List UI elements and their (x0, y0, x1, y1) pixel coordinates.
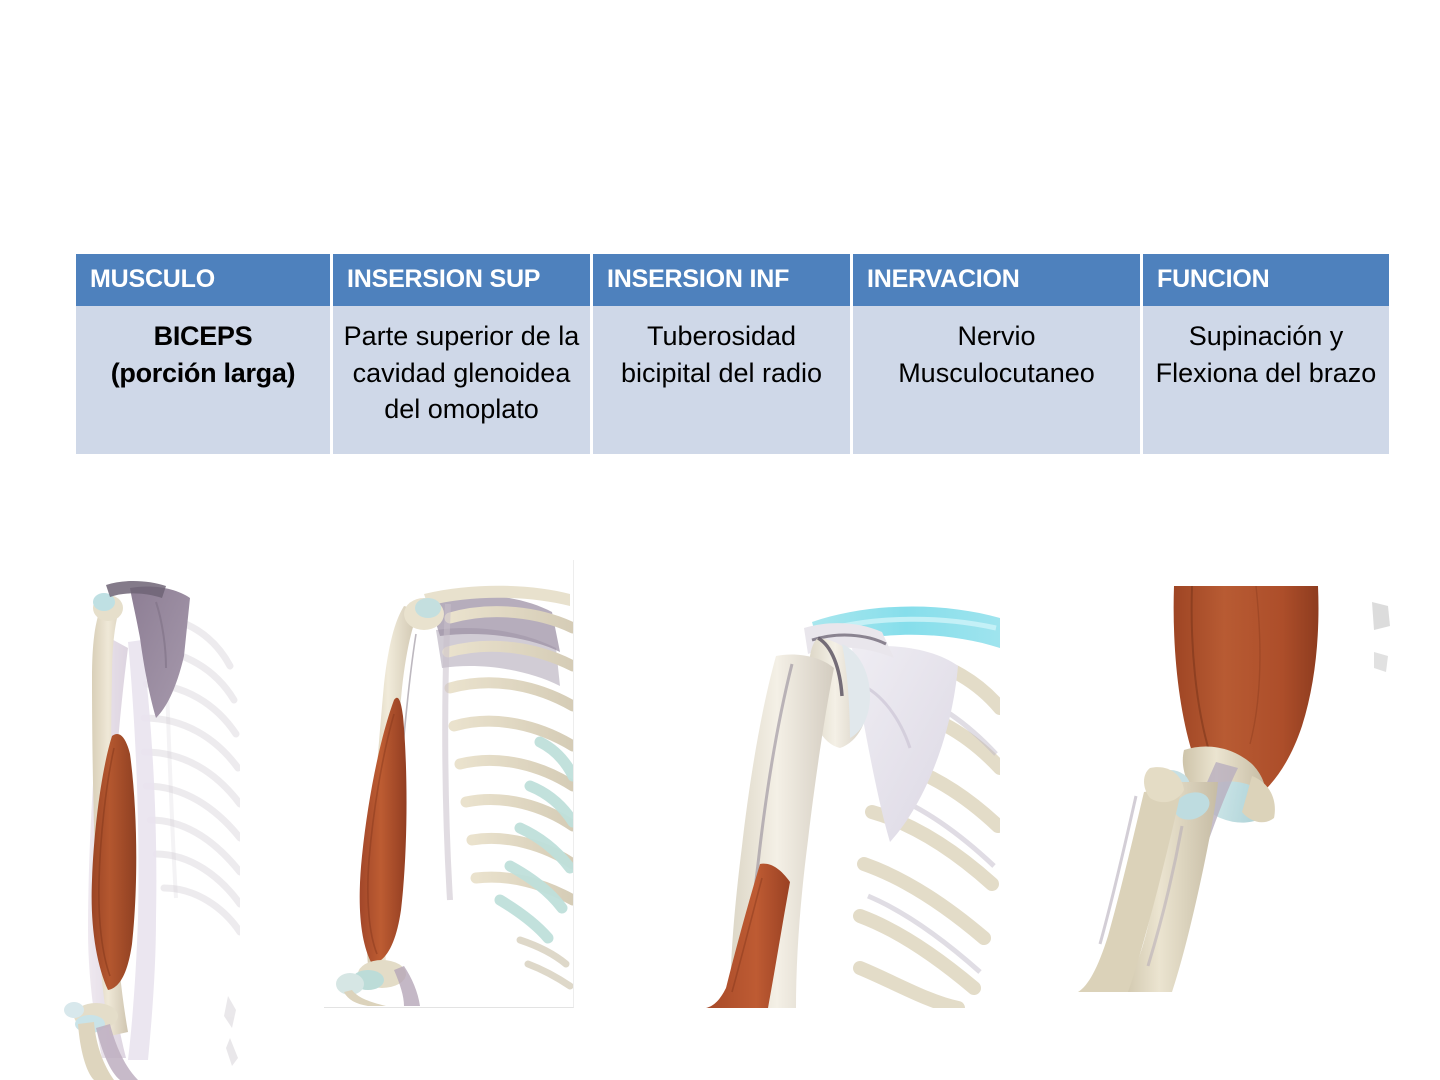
scapular-spine (155, 601, 167, 669)
figure-image-edge-fragment (1368, 596, 1398, 676)
biceps-fiber-line-2 (1249, 586, 1261, 745)
fragment-upper (1372, 602, 1390, 630)
glenohumeral-joint-line (817, 636, 844, 697)
lateral-arm-illustration (336, 585, 573, 1006)
clavicle (424, 585, 570, 606)
radial-head (64, 1002, 84, 1018)
scapula (130, 586, 190, 718)
bone-fragment (224, 996, 238, 1066)
muscle-info-table: MUSCULO INSERSION SUP INSERSION INF INER… (73, 254, 1392, 455)
acromion (804, 623, 894, 658)
figure-shoulder-joint-closeup (700, 596, 1000, 1008)
biceps-fiber-line (731, 877, 763, 993)
column-header-funcion: FUNCION (1143, 254, 1389, 306)
sternum-line (442, 603, 453, 901)
cell-insersion-sup: Parte superior de la cavidad glenoidea d… (333, 306, 590, 455)
lateral-epicondyle (1242, 776, 1275, 823)
cell-inervacion: Nervio Musculocutaneo (853, 306, 1140, 455)
radial-tuberosity (1174, 792, 1210, 820)
column-header-insersion-sup: INSERSION SUP (333, 254, 590, 306)
biceps-muscle (359, 697, 407, 964)
costal-cartilage (494, 736, 573, 944)
table-row: BICEPS (porción larga) Parte superior de… (76, 306, 1389, 455)
ulna-ridge (1098, 795, 1138, 945)
anterior-arm-illustration (64, 580, 240, 1080)
radial-head (336, 973, 364, 995)
forearm-bones (344, 990, 386, 1006)
cell-insersion-inf: Tuberosidad bicipital del radio (593, 306, 850, 455)
radius-shaft (394, 966, 420, 1006)
bone-fragment-illustration (1372, 602, 1390, 672)
column-header-inervacion: INERVACION (853, 254, 1140, 306)
humeral-head-cartilage (415, 598, 441, 618)
biceps-muscle (706, 863, 790, 1008)
cell-musculo-line1: BICEPS (153, 321, 253, 351)
ulna (78, 1022, 114, 1080)
fragment-lower (1374, 652, 1388, 672)
glenoid-cavity (842, 644, 870, 738)
lower-ribs (516, 936, 573, 990)
biceps-muscle (91, 734, 137, 990)
biceps-fiber-line-1 (1190, 586, 1211, 755)
biceps-fiber-line (367, 713, 395, 955)
radius-ridge (1146, 825, 1184, 967)
figure-lateral-arm-ribcage (324, 560, 574, 1008)
radius (96, 1024, 138, 1080)
cell-musculo-line2: (porción larga) (110, 357, 296, 388)
column-header-insersion-inf: INSERSION INF (593, 254, 850, 306)
biceps-fiber-line (98, 747, 115, 977)
acromion-clavicle (106, 580, 166, 598)
ribcage (442, 606, 573, 906)
arm-soft-tissue-medial (128, 640, 157, 1060)
cell-funcion: Supinación y Flexiona del brazo (1143, 306, 1389, 455)
ulna (1078, 786, 1182, 992)
olecranon (1144, 767, 1184, 803)
figure-anterior-arm-biceps-scapula (44, 558, 240, 1080)
figure-elbow-insertion-closeup (1066, 586, 1351, 992)
humeral-head-cartilage (93, 593, 115, 611)
cell-musculo: BICEPS (porción larga) (76, 306, 330, 455)
column-header-musculo: MUSCULO (76, 254, 330, 306)
table-header-row: MUSCULO INSERSION SUP INSERSION INF INER… (76, 254, 1389, 306)
shoulder-joint-illustration (706, 606, 1000, 1008)
elbow-insertion-illustration (1078, 586, 1319, 992)
